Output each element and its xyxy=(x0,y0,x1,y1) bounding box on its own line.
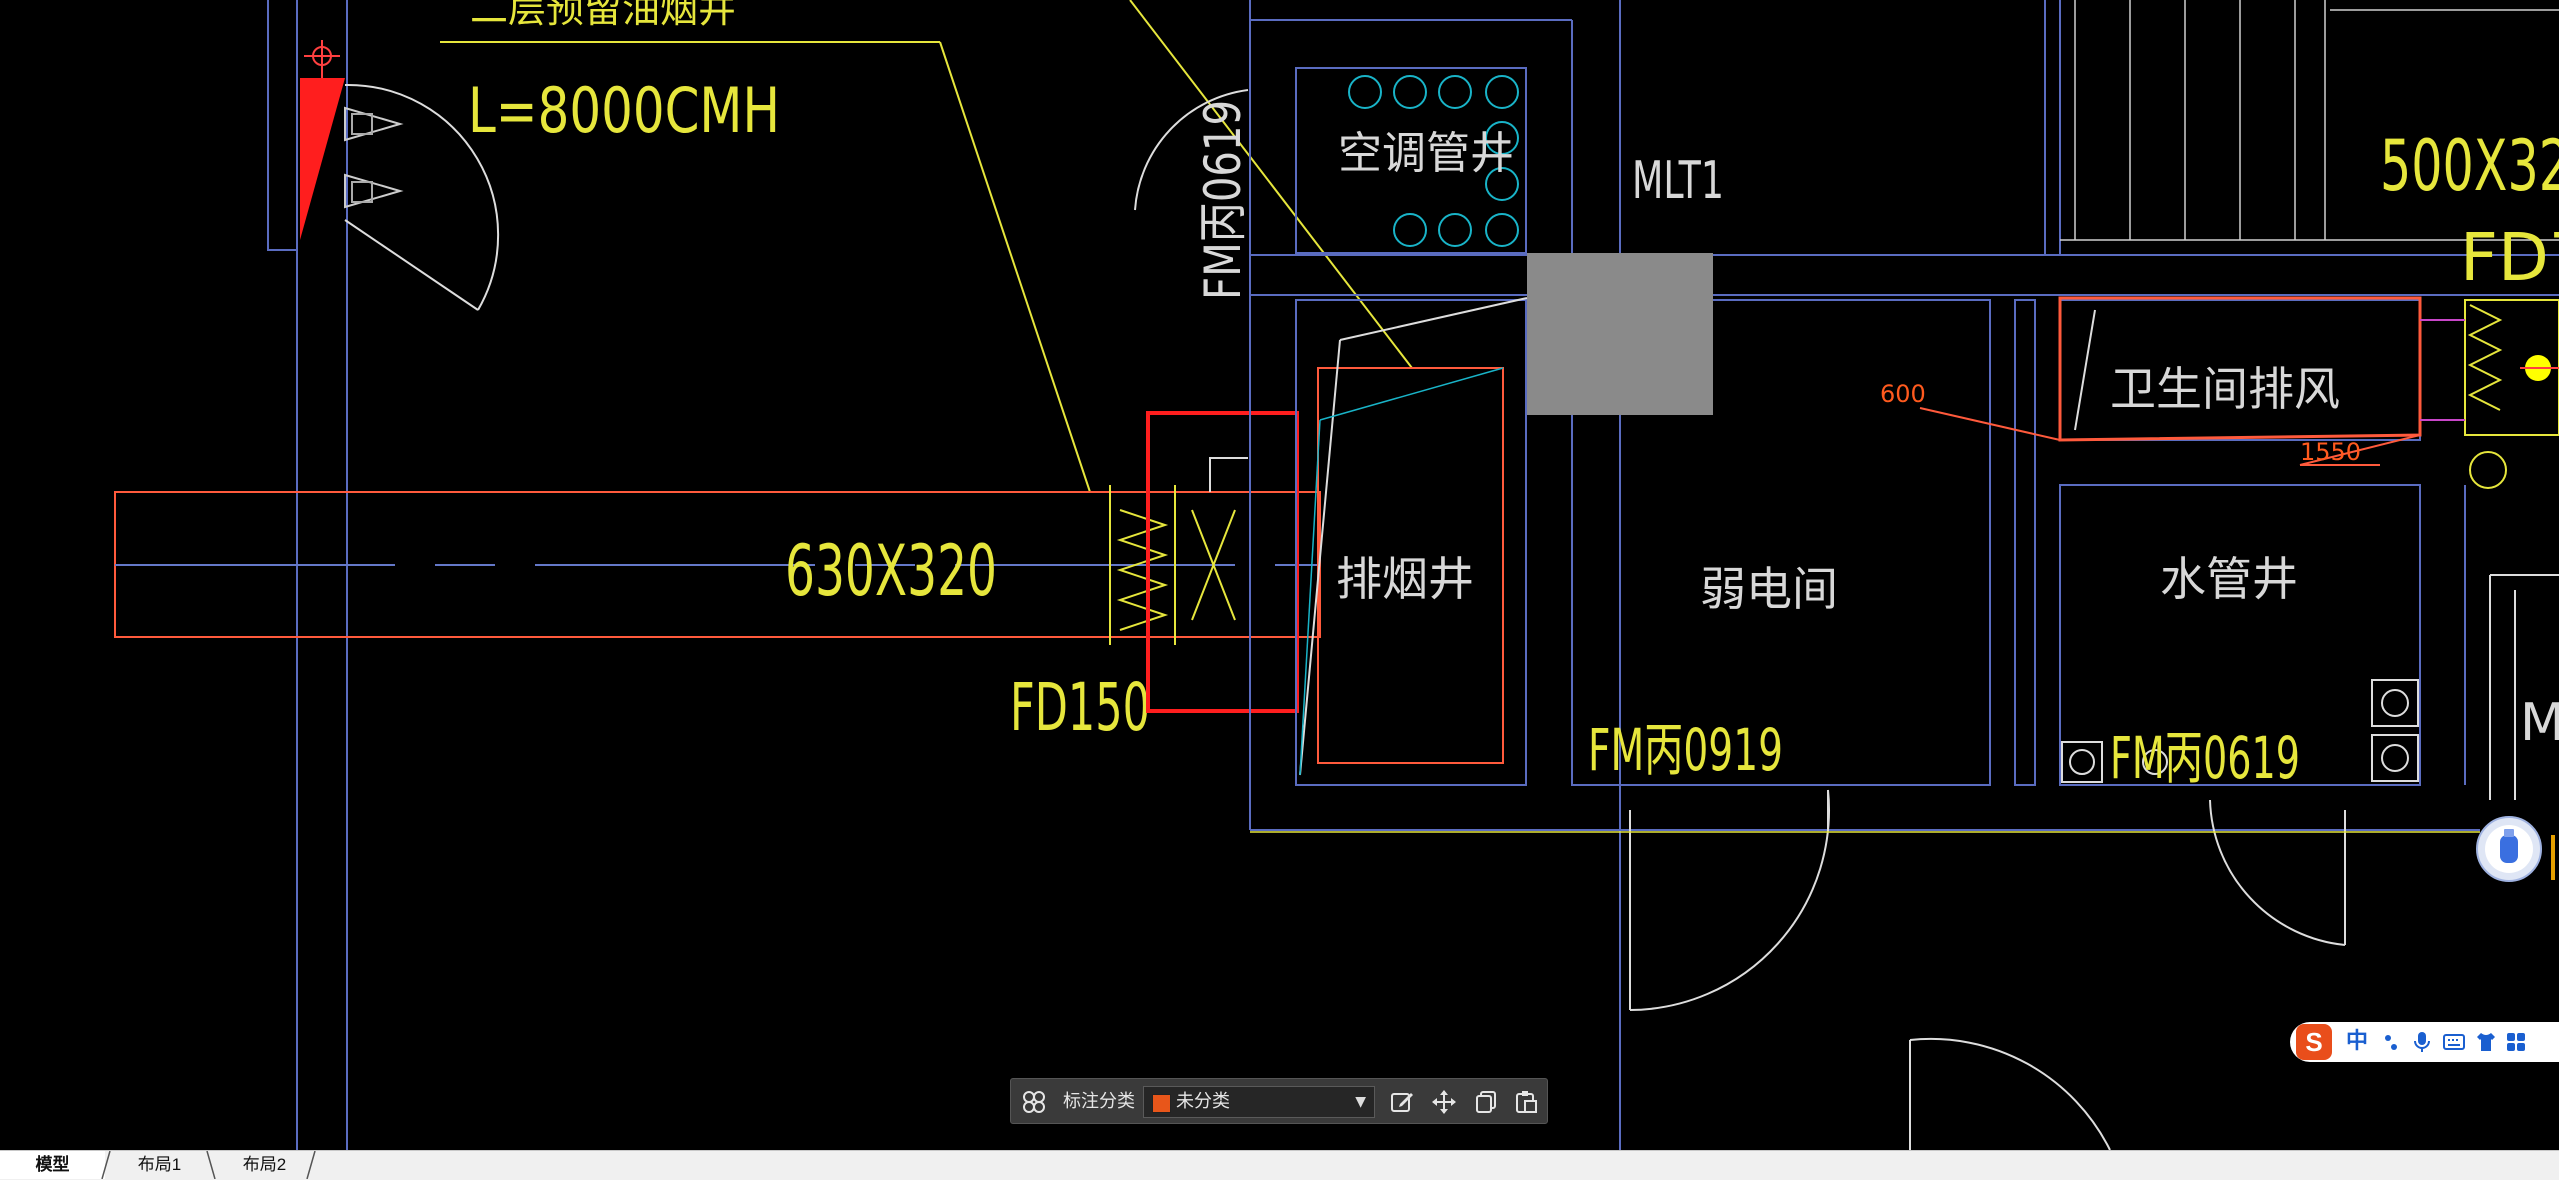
ac-shaft-pipes xyxy=(1348,75,1519,247)
annotation-category-label: 标注分类 xyxy=(1063,1091,1135,1112)
sogou-logo[interactable]: S xyxy=(2296,1024,2332,1060)
dim-1550: 1550 xyxy=(2300,438,2361,466)
duct-size-label: 630X320 xyxy=(785,530,997,612)
column-block xyxy=(1527,253,1713,415)
smoke-shaft xyxy=(1299,297,1528,776)
category-grid-icon[interactable] xyxy=(1021,1089,1047,1115)
cad-drawing-canvas[interactable]: 二层预留油烟井 L=8000CMH 630X320 FD150 xyxy=(0,0,2559,1150)
water-shaft-fixtures xyxy=(2061,679,2419,783)
top-right-fd: FD7 xyxy=(2460,219,2559,296)
header-text: 二层预留油烟井 xyxy=(470,0,736,31)
ac-shaft-label: 空调管井 xyxy=(1338,128,1514,179)
float-ball-widget[interactable] xyxy=(2475,815,2543,883)
ime-toolbar[interactable]: S 中 xyxy=(2290,1022,2559,1062)
airflow-annotation: 二层预留油烟井 L=8000CMH xyxy=(440,0,1413,493)
mlt-label: MLT1 xyxy=(1632,151,1724,211)
keyboard-icon[interactable] xyxy=(2442,1030,2466,1054)
annotation-toolbar: 标注分类 未分类 ▼ xyxy=(1010,1078,1548,1124)
copy-icon[interactable] xyxy=(1473,1089,1499,1115)
toilet-exhaust-label: 卫生间排风 xyxy=(2110,362,2340,416)
usb-drive-icon xyxy=(2500,829,2518,863)
category-color-swatch xyxy=(1152,1094,1171,1113)
door-swing-arc xyxy=(1134,89,1249,211)
tab-separator xyxy=(306,1151,316,1179)
damper-label: FD150 xyxy=(1010,669,1150,746)
chevron-down-icon: ▼ xyxy=(1355,1094,1366,1110)
weak-room-label: 弱电间 xyxy=(1700,562,1838,616)
punctuation-icon[interactable] xyxy=(2380,1030,2404,1054)
door-water-label: FM丙0619 xyxy=(2110,724,2300,792)
tab-model[interactable]: 模型 xyxy=(0,1151,105,1179)
toilet-exhaust-duct xyxy=(1919,296,2559,489)
toolbox-grid-icon[interactable] xyxy=(2504,1030,2528,1054)
exhaust-fan-symbol xyxy=(300,40,500,311)
move-icon[interactable] xyxy=(1431,1089,1457,1115)
microphone-icon[interactable] xyxy=(2410,1030,2434,1054)
paste-icon[interactable] xyxy=(1513,1089,1539,1115)
edit-icon[interactable] xyxy=(1389,1089,1415,1115)
door-weak-label: FM丙0919 xyxy=(1588,716,1783,784)
airflow-label: L=8000CMH xyxy=(468,74,780,147)
left-walls xyxy=(267,0,348,1150)
skin-shirt-icon[interactable] xyxy=(2474,1030,2498,1054)
tab-separator xyxy=(206,1151,216,1179)
annotation-category-select[interactable]: 未分类 ▼ xyxy=(1143,1086,1375,1118)
door-vertical-label: FM丙0619 xyxy=(1194,100,1252,300)
tab-separator xyxy=(101,1151,111,1179)
smoke-shaft-label: 排烟井 xyxy=(1336,552,1474,606)
building-walls xyxy=(1249,0,2559,1150)
tab-layout1[interactable]: 布局1 xyxy=(137,1155,182,1174)
top-right-grid xyxy=(2060,0,2559,241)
lower-door-arcs xyxy=(1629,574,2559,1150)
tab-layout2[interactable]: 布局2 xyxy=(242,1155,287,1174)
category-selected-value: 未分类 xyxy=(1176,1091,1230,1112)
main-duct: 630X320 FD150 xyxy=(114,457,1321,746)
water-shaft-label: 水管井 xyxy=(2160,552,2298,606)
right-edge-label: M1 xyxy=(2520,693,2559,753)
layout-tab-bar: 模型 布局1 布局2 xyxy=(0,1150,2559,1180)
ime-lang-toggle[interactable]: 中 xyxy=(2346,1029,2369,1054)
top-right-size: 500X32 xyxy=(2380,125,2559,207)
dim-600: 600 xyxy=(1880,380,1926,408)
